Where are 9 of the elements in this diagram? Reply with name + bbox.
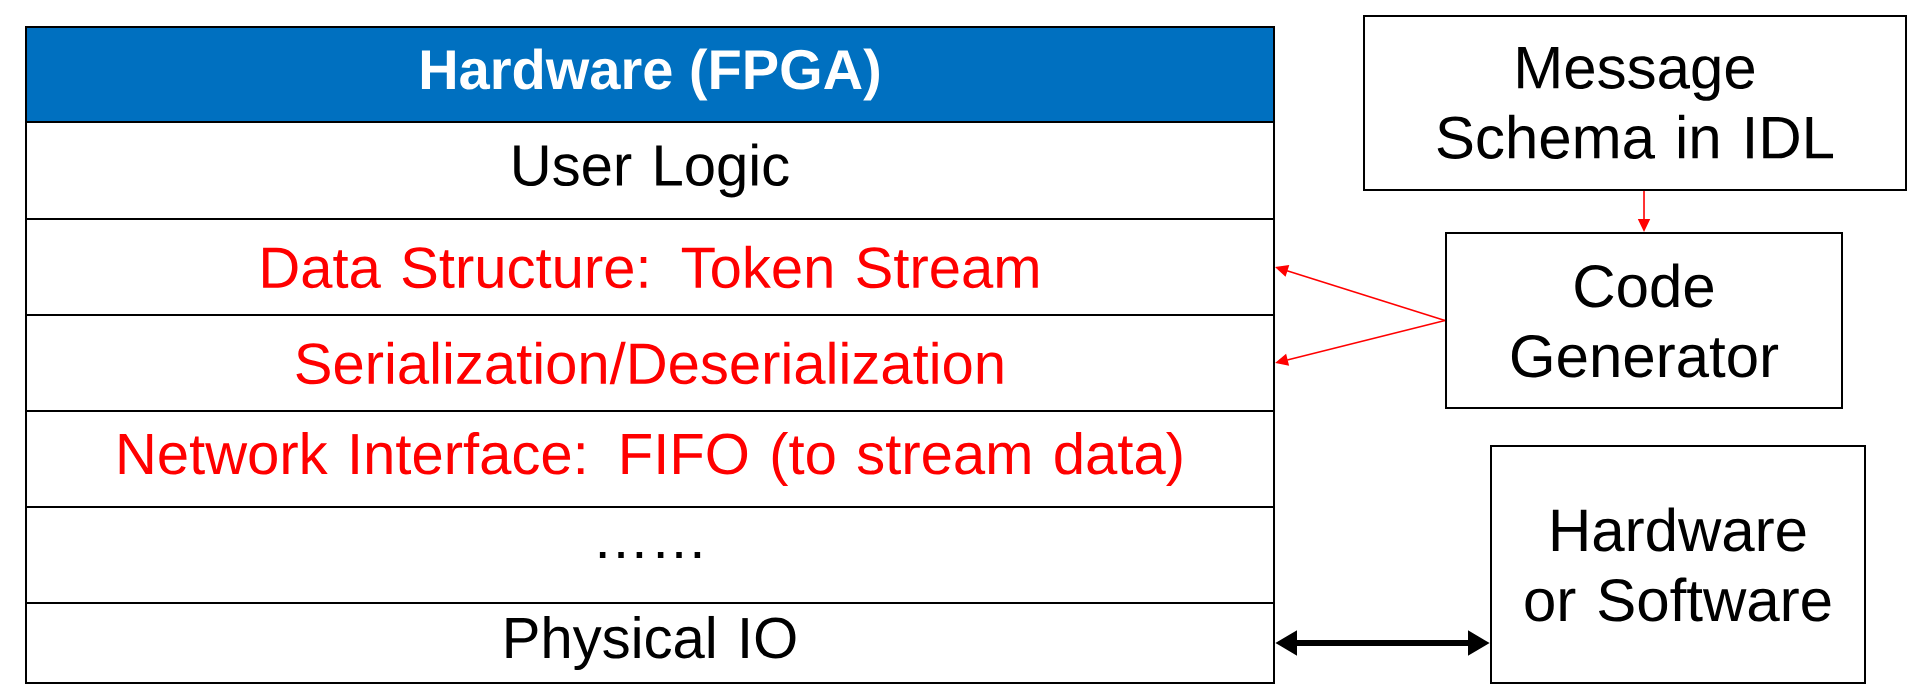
layer-row: ……: [25, 506, 1275, 604]
process-box: Message Schema in IDL: [1363, 15, 1907, 191]
layer-row: Serialization/Deserialization: [25, 314, 1275, 412]
layer-row: Network Interface: FIFO (to stream data): [25, 410, 1275, 508]
layer-row: Data Structure: Token Stream: [25, 218, 1275, 316]
layer-row: User Logic: [25, 121, 1275, 220]
process-box: Code Generator: [1445, 232, 1843, 409]
process-box: Hardware or Software: [1490, 445, 1866, 684]
layer-row: Physical IO: [25, 602, 1275, 684]
